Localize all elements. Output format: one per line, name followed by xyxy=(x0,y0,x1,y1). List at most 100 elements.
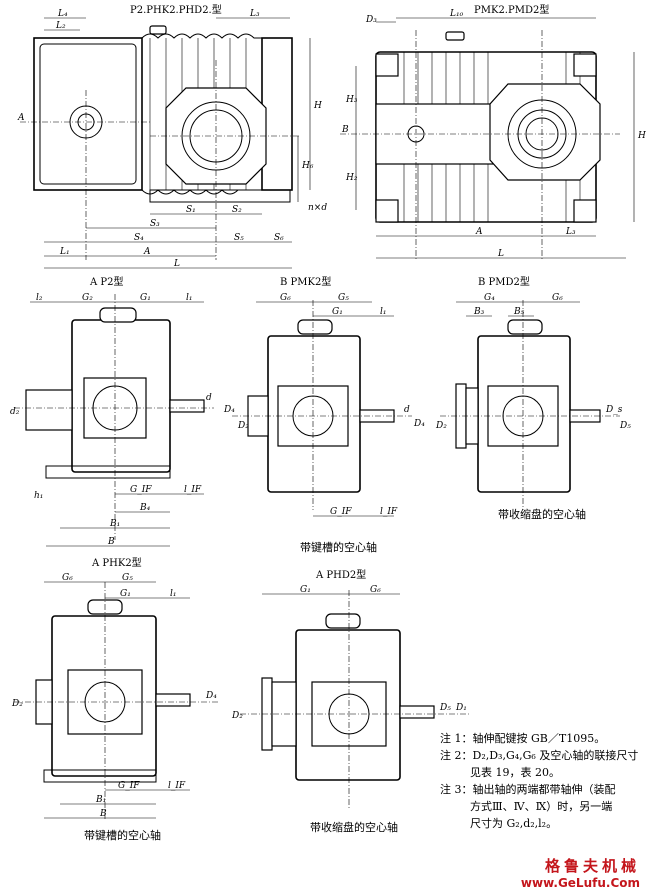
dimension-label: G₅ xyxy=(122,573,133,583)
title-a-phk2: A PHK2型 xyxy=(91,556,142,569)
top-right-view: PMK2.PMD2型 D₃ L₁₀ H₃ H₂ B H A L₃ xyxy=(340,3,646,260)
dimension-label: D₄ xyxy=(413,419,425,429)
dimension-label: D₃ xyxy=(365,15,377,25)
view-a-phk2: A PHK2型 G₆ G₅ G₁ l₁ D₂ D₄ G_IF l_IF B₁ B… xyxy=(11,556,220,842)
watermark-brand: 格鲁夫机械 xyxy=(544,857,640,875)
dimension-label: D₂ xyxy=(11,699,23,709)
dimension-label: A xyxy=(143,247,151,257)
dimension-label: S₃ xyxy=(150,219,160,229)
title-a-p2: A P2型 xyxy=(89,275,124,288)
dimension-label: H₂ xyxy=(345,173,358,183)
dimension-label: L₄ xyxy=(57,9,68,19)
dimension-label: S₆ xyxy=(274,233,284,243)
view-a-p2: A P2型 l₂ G₂ G₁ l₁ d₂ d h₁ G_IF l_IF B₄ B… xyxy=(10,275,214,547)
note-3a: 注 3：轴出轴的两端都带轴伸（装配 xyxy=(440,783,616,796)
note-1: 注 1：轴伸配键按 GB／T1095。 xyxy=(440,732,606,745)
dimension-label: B xyxy=(341,125,349,135)
dimension-label: G₁ xyxy=(332,307,343,317)
watermark: 格鲁夫机械 www.GeLufu.Com xyxy=(521,855,640,890)
dimension-label: G₆ xyxy=(370,585,381,595)
base-feet xyxy=(149,189,291,203)
dimensions-a-p2: l₂ G₂ G₁ l₁ d₂ d h₁ G_IF l_IF B₄ B₁ B xyxy=(10,293,212,547)
top-left-view: P2.PHK2.PHD2.型 L₄ xyxy=(17,3,327,269)
dimension-label: D_s xyxy=(605,405,623,415)
output-shaft-a-phd2 xyxy=(399,705,435,719)
dimension-label: D₄ xyxy=(205,691,217,701)
title-b-pmk2: B PMK2型 xyxy=(280,275,331,288)
corner-foot-bl xyxy=(375,199,399,223)
dimension-label: G₁ xyxy=(120,589,131,599)
dimension-label: H₆ xyxy=(301,161,314,171)
dimension-label: l_IF xyxy=(380,507,398,517)
top-cap-b-pmd2 xyxy=(507,319,543,335)
dimension-label: S₂ xyxy=(232,205,242,215)
dimension-label: D₁ xyxy=(455,703,467,713)
dimension-label: l₁ xyxy=(170,589,177,599)
title-a-phd2: A PHD2型 xyxy=(315,568,366,581)
dimension-label: G₆ xyxy=(62,573,73,583)
dimensions-a-phk2: G₆ G₅ G₁ l₁ D₂ D₄ G_IF l_IF B₁ B xyxy=(11,573,217,819)
dimension-label: l₁ xyxy=(380,307,387,317)
dimension-label: H₃ xyxy=(345,95,358,105)
dimension-label: G₅ xyxy=(338,293,349,303)
dimension-label: G₁ xyxy=(140,293,151,303)
note-2a: 注 2：D₂,D₃,G₄,G₆ 及空心轴的联接尺寸 xyxy=(440,749,639,762)
dimension-label: L₃ xyxy=(249,9,260,19)
top-cap-b-pmk2 xyxy=(297,319,333,335)
dimension-label: S₁ xyxy=(186,205,196,215)
dimension-label: L xyxy=(173,259,180,269)
top-cap-a-p2 xyxy=(99,307,137,323)
caption-phd2: 带收缩盘的空心轴 xyxy=(310,820,398,834)
dimension-label: D₅ xyxy=(439,703,451,713)
corner-foot-tl xyxy=(375,53,399,77)
dimension-label: h₁ xyxy=(34,491,43,501)
view-b-pmd2: B PMD2型 G₄ G₆ B₃ B₅ D₂ D_s D₅ 带收缩盘的空心轴 xyxy=(435,275,631,521)
dimension-label: B₃ xyxy=(473,307,485,317)
caption-pmk2: 带键槽的空心轴 xyxy=(300,540,377,554)
dimension-label: n×d xyxy=(308,203,327,213)
dimension-label: l_IF xyxy=(168,781,186,791)
dimension-label: B₁ xyxy=(109,519,120,529)
dimensions-top-right: D₃ L₁₀ H₃ H₂ B H A L₃ L xyxy=(341,9,646,259)
dimension-label: l_IF xyxy=(184,485,202,495)
dimension-label: D₂ xyxy=(435,421,447,431)
dimension-label: A xyxy=(475,227,483,237)
output-shaft-a-p2 xyxy=(169,399,205,413)
dimension-label: G₄ xyxy=(484,293,495,303)
breather-plug-right xyxy=(445,31,465,41)
note-2b: 见表 19，表 20。 xyxy=(470,766,560,779)
dimension-label: B xyxy=(99,809,107,819)
dimension-label: B₁ xyxy=(95,795,106,805)
watermark-url: www.GeLufu.Com xyxy=(520,876,640,890)
dimension-label: H xyxy=(313,101,322,111)
dimension-label: G_IF xyxy=(118,781,140,791)
dimension-label: L xyxy=(497,249,504,259)
caption-pmd2: 带收缩盘的空心轴 xyxy=(498,507,586,521)
dimensions-b-pmd2: G₄ G₆ B₃ B₅ D₂ D_s D₅ xyxy=(435,293,631,431)
dimension-label: G₆ xyxy=(552,293,563,303)
title-b-pmd2: B PMD2型 xyxy=(478,275,530,288)
dimension-label: G₂ xyxy=(82,293,93,303)
title-top-left: P2.PHK2.PHD2.型 xyxy=(130,3,222,16)
dimension-label: B₅ xyxy=(513,307,525,317)
dimension-label: L₂ xyxy=(55,21,66,31)
dimension-label: D₅ xyxy=(619,421,631,431)
view-a-phd2: A PHD2型 G₁ G₆ D₂ D₅ D₁ 带收缩盘的空心轴 xyxy=(231,568,470,834)
dimension-label: B₄ xyxy=(139,503,151,513)
dimension-label: S₅ xyxy=(234,233,244,243)
dimension-label: l₁ xyxy=(186,293,193,303)
dimension-label: G_IF xyxy=(130,485,152,495)
output-octagon-right xyxy=(489,83,601,181)
dimension-label: D₂ xyxy=(237,421,249,431)
dimension-label: l₂ xyxy=(36,293,43,303)
dimension-label: G₆ xyxy=(280,293,291,303)
note-3b: 方式Ⅲ、Ⅳ、Ⅸ）时，另一端 xyxy=(470,800,613,813)
dimensions-b-pmk2: G₆ G₅ G₁ l₁ D₄ D₂ d D₄ G_IF l_IF xyxy=(223,293,425,517)
dimension-label: D₄ xyxy=(223,405,235,415)
dimension-label: L₃ xyxy=(565,227,576,237)
dimension-label: L₁ xyxy=(59,247,70,257)
dimension-label: d xyxy=(404,405,410,415)
caption-phk2: 带键槽的空心轴 xyxy=(84,828,161,842)
corner-foot-br xyxy=(573,199,597,223)
